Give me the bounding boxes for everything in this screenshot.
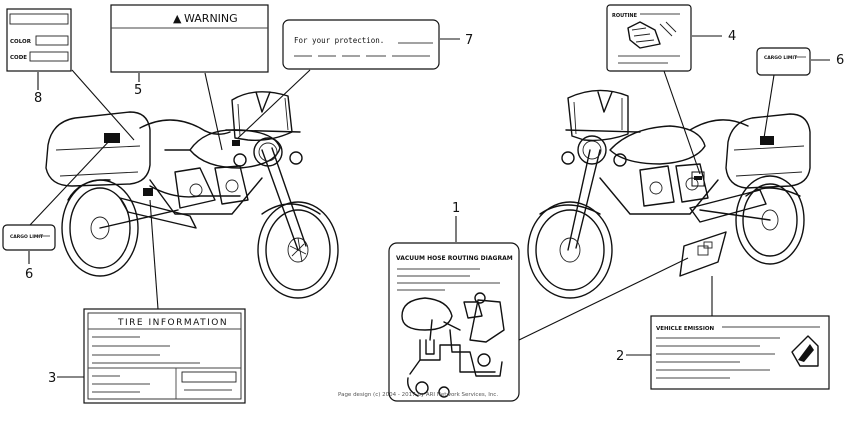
callout-6-left: 6 — [25, 267, 33, 282]
right-bike-rear-wheel — [735, 175, 805, 265]
left-motorcycle — [45, 91, 339, 299]
cargo-limit-text-right: CARGO LIMIT — [764, 55, 798, 61]
vehicle-emission-title: VEHICLE EMISSION — [656, 326, 715, 332]
protection-label: For your protection. — [282, 19, 440, 70]
warning-title: WARNING — [184, 12, 238, 25]
warning-triangle-icon: ▲ — [173, 12, 182, 25]
callout-8: 8 — [34, 91, 42, 106]
hose-routing-schematic — [401, 292, 505, 398]
callout-5: 5 — [134, 83, 142, 98]
honda-wing-logo — [791, 335, 819, 367]
right-bike-body — [539, 89, 801, 251]
copyright-footer: Page design (c) 2004 - 2017 by ARI Netwo… — [338, 392, 498, 398]
callout-7: 7 — [465, 33, 473, 48]
left-bike-front-wheel — [257, 201, 339, 299]
right-bike-saddlebag — [725, 113, 811, 189]
emission-decal-icon — [679, 231, 727, 277]
hand-illustration-icon — [627, 21, 677, 49]
callout-1: 1 — [452, 201, 460, 216]
callout-4: 4 — [728, 29, 736, 44]
protection-text: For your protection. — [294, 36, 384, 45]
warning-label: ▲ WARNING — [110, 4, 269, 73]
right-bike-front-wheel — [527, 201, 613, 299]
left-bike-saddlebag — [45, 111, 151, 187]
cargo-limit-text-left: CARGO LIMIT — [10, 234, 44, 240]
vacuum-hose-routing-label: VACUUM HOSE ROUTING DIAGRAM — [388, 242, 520, 402]
tire-information-title: TIRE INFORMATION — [117, 318, 228, 328]
callout-3: 3 — [48, 371, 56, 386]
callout-6-right: 6 — [836, 53, 844, 68]
routine-maintenance-label: ROUTINE — [606, 4, 692, 72]
code-field-label: CODE — [10, 55, 27, 61]
color-field-label: COLOR — [10, 39, 32, 45]
callout-2: 2 — [616, 349, 624, 364]
cargo-limit-label-left: CARGO LIMIT — [2, 224, 56, 251]
left-bike-body — [67, 91, 321, 251]
tire-information-label: TIRE INFORMATION — [83, 308, 246, 404]
cargo-limit-label-right: CARGO LIMIT — [756, 47, 811, 76]
routine-maintenance-title: ROUTINE — [612, 13, 638, 19]
color-code-label: COLOR CODE — [6, 8, 72, 72]
right-motorcycle — [527, 89, 811, 299]
vehicle-emission-label: VEHICLE EMISSION — [650, 315, 830, 390]
vacuum-hose-title: VACUUM HOSE ROUTING DIAGRAM — [396, 255, 513, 262]
